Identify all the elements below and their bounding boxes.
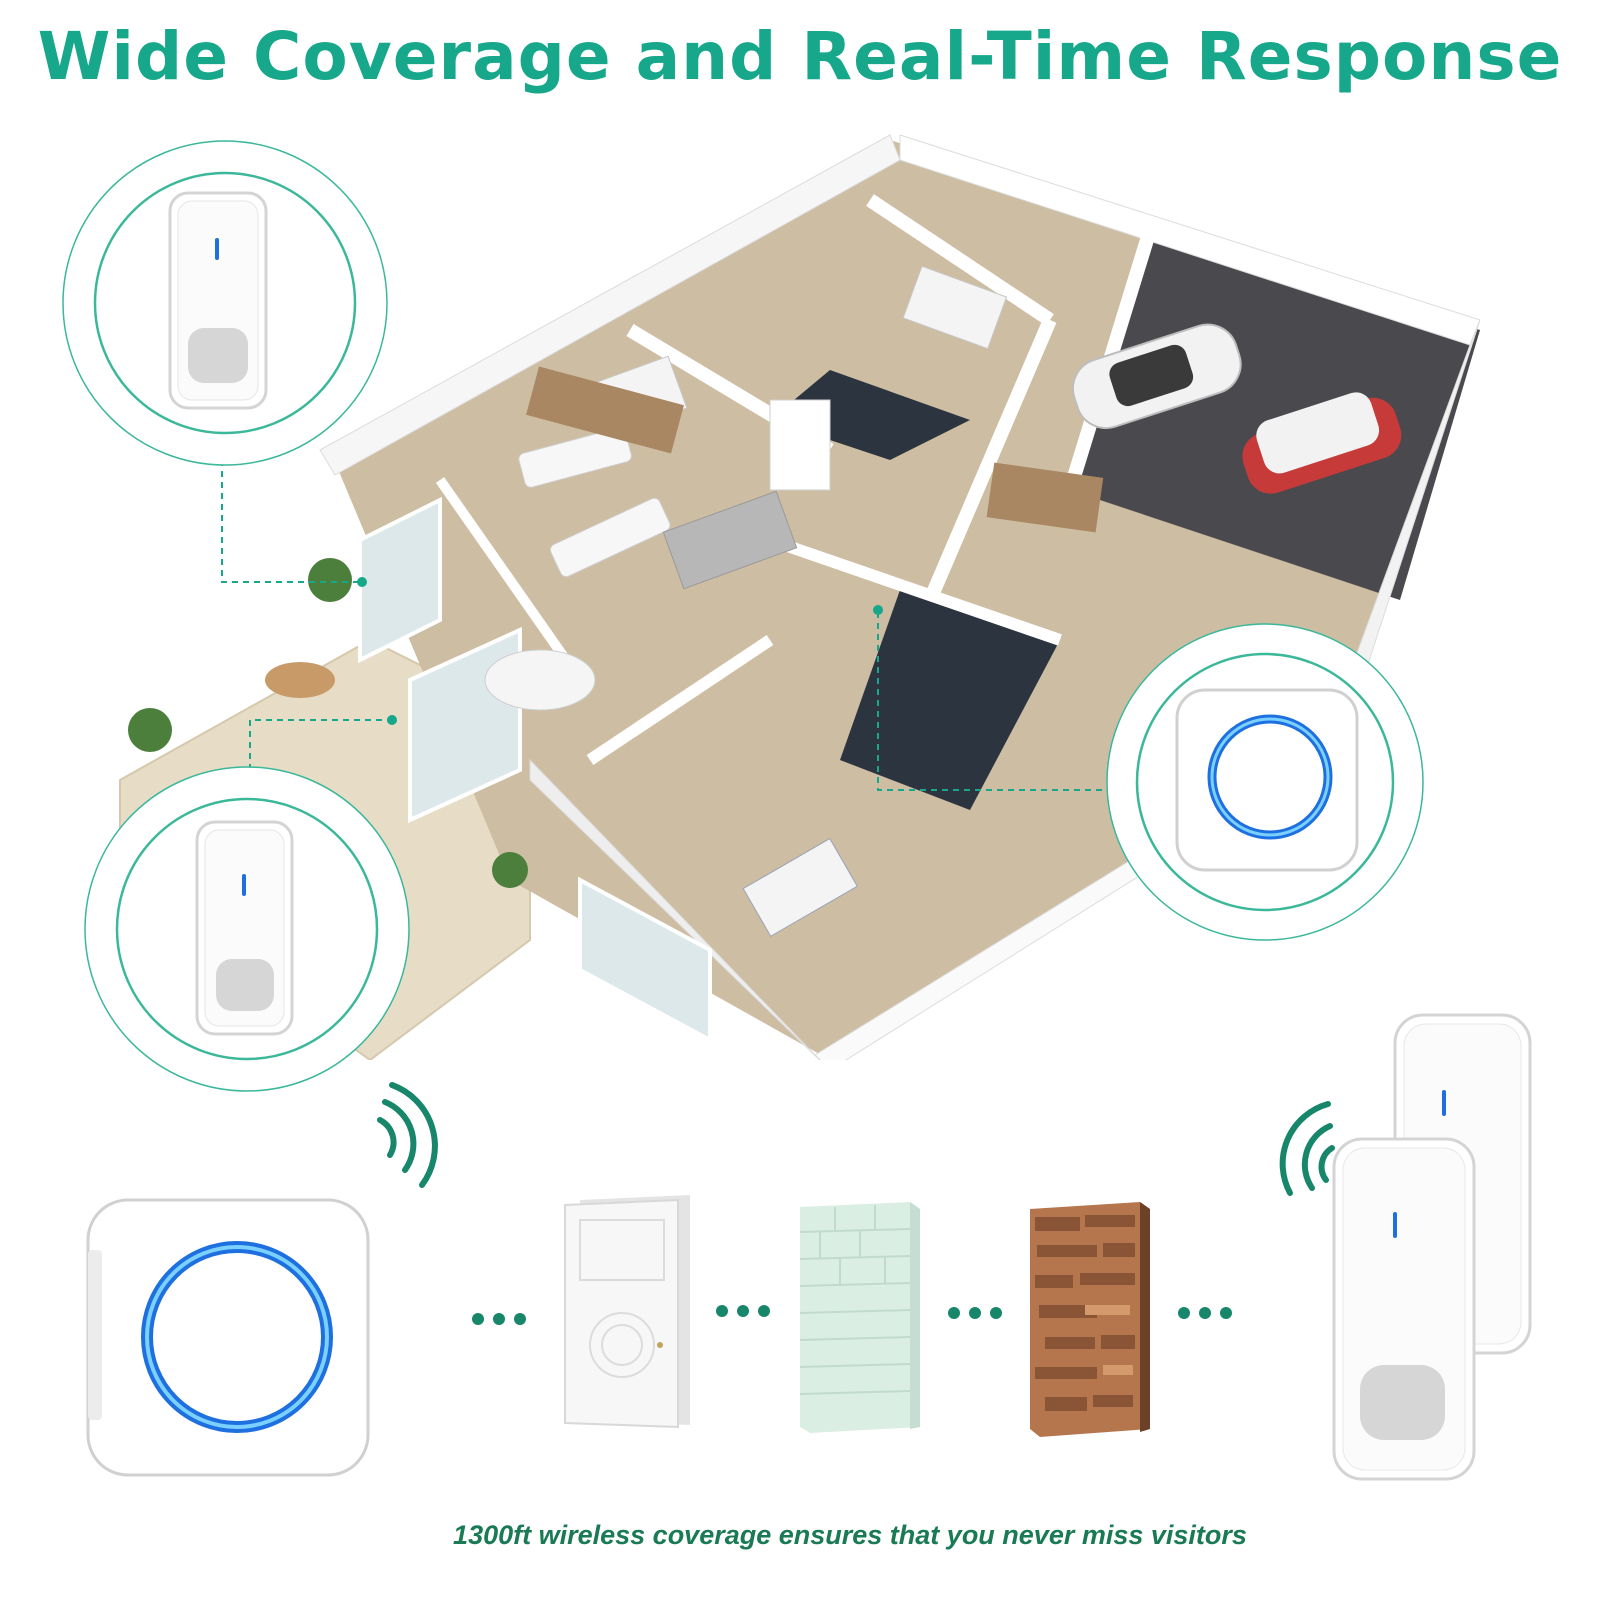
signal-dots-4 [1178, 1307, 1232, 1319]
wireless-signal-icon-right [1262, 1098, 1352, 1198]
signal-dots-1 [472, 1313, 526, 1325]
receiver-large [70, 1190, 380, 1490]
doorbell-push-button-icon [168, 191, 268, 410]
wireless-signal-icon [360, 1080, 450, 1190]
callout-push-button-top [60, 138, 390, 468]
stone-wall-icon [1025, 1197, 1155, 1442]
brick-wall-icon [795, 1197, 925, 1437]
doorbell-push-button-icon [195, 820, 294, 1036]
callout-push-button-bottom [82, 764, 412, 1094]
callout-receiver [1105, 622, 1425, 942]
signal-dots-3 [948, 1307, 1002, 1319]
headline: Wide Coverage and Real-Time Response [37, 18, 1563, 95]
caption: 1300ft wireless coverage ensures that yo… [453, 1520, 1247, 1550]
push-button-front [1330, 1135, 1480, 1485]
door-icon [560, 1195, 695, 1430]
signal-dots-2 [716, 1305, 770, 1317]
doorbell-receiver-icon [1175, 688, 1359, 872]
